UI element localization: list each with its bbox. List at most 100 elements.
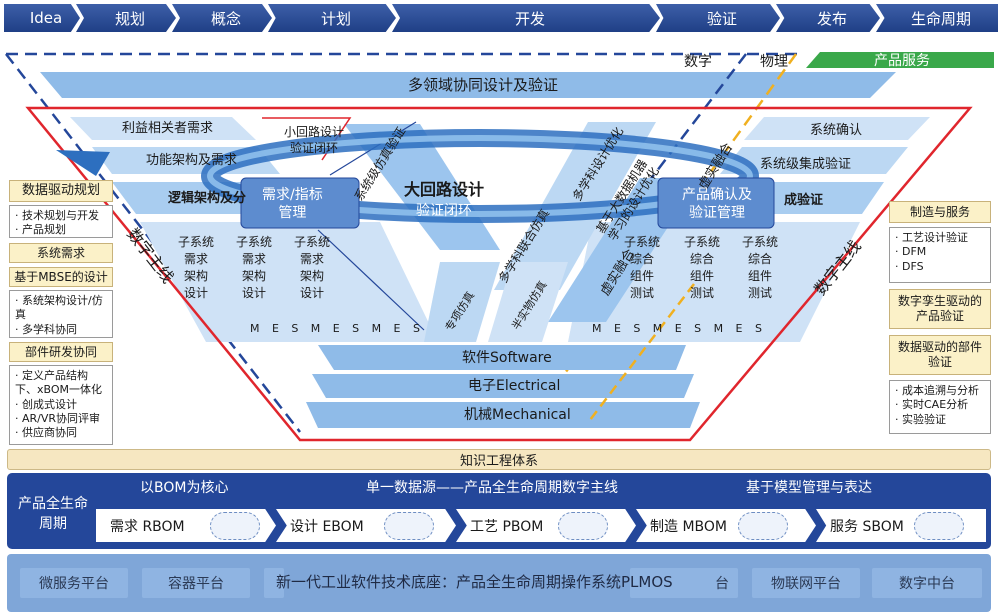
physical-label: 物理 bbox=[760, 54, 788, 70]
list-item: · 定义产品结构下、xBOM一体化 bbox=[15, 369, 103, 397]
list-item: · 工艺设计验证 bbox=[895, 231, 968, 244]
phase-label: 规划 bbox=[114, 9, 145, 28]
phase-release: 发布 bbox=[776, 4, 880, 32]
right-panel-mfg-list: · 工艺设计验证 · DFM · DFS bbox=[889, 227, 991, 283]
left-subsystem-3: 子系统 需求 架构 设计 bbox=[294, 235, 331, 301]
mes-s: S bbox=[694, 322, 702, 335]
mes-s: S bbox=[352, 322, 360, 335]
phase-plan: 计划 bbox=[268, 4, 396, 32]
phase-verification: 验证 bbox=[656, 4, 780, 32]
platform-microservice: 微服务平台 bbox=[20, 568, 128, 598]
platform-overlay: 新一代工业软件技术底座：产品全生命周期操作系统PLMOS bbox=[276, 573, 673, 591]
panel-title: 数据驱动规划 bbox=[21, 182, 100, 198]
platform-iot: 物联网平台 bbox=[752, 568, 860, 598]
product-service-label: 产品服务 bbox=[874, 53, 930, 69]
mechanical-label: 机械Mechanical bbox=[464, 407, 571, 423]
left-subsystem-band bbox=[140, 222, 438, 342]
req-mgmt-label: 需求/指标 管理 bbox=[262, 187, 323, 222]
panel-title: 制造与服务 bbox=[909, 204, 970, 219]
req-mgmt-box bbox=[240, 177, 360, 229]
panel-title: 数据驱动的部件 验证 bbox=[897, 340, 982, 369]
platform-label: 数字中台 bbox=[899, 576, 955, 592]
phase-label: Idea bbox=[29, 9, 63, 27]
phase-lifecycle: 生命周期 bbox=[876, 4, 998, 32]
bom-label: 需求 RBOM bbox=[110, 518, 185, 535]
electrical-label: 电子Electrical bbox=[468, 378, 561, 394]
phase-label: 生命周期 bbox=[910, 9, 971, 28]
right-subsystem-1: 子系统 综合 组件 测试 bbox=[624, 235, 661, 301]
platform-label: 物联网平台 bbox=[771, 576, 841, 592]
big-loop-sub: 验证闭环 bbox=[416, 203, 472, 219]
platform-label: 台 bbox=[715, 576, 729, 592]
left-panel-system-req: 系统需求 bbox=[9, 243, 113, 263]
panel-title: 系统需求 bbox=[36, 245, 85, 260]
system-confirm-label: 系统确认 bbox=[810, 123, 863, 138]
bom-label: 服务 SBOM bbox=[830, 518, 904, 535]
mechanical-band bbox=[306, 402, 700, 428]
mes-m: M bbox=[592, 322, 602, 335]
integration-verify-label: 成验证 bbox=[784, 193, 824, 208]
platform-label: 容器平台 bbox=[168, 576, 224, 592]
mes-s: S bbox=[291, 322, 299, 335]
right-panel-twin-verify: 数字孪生驱动的 产品验证 bbox=[889, 289, 991, 329]
multi-domain-band bbox=[40, 72, 896, 98]
phase-idea: Idea bbox=[4, 4, 80, 32]
stakeholder-band bbox=[70, 117, 256, 140]
center-band-4 bbox=[424, 262, 500, 342]
panel-title: 部件研发协同 bbox=[24, 344, 97, 359]
platform-hidden-left: 新 bbox=[264, 568, 284, 598]
platform-digital-mid: 数字中台 bbox=[872, 568, 982, 598]
lifecycle-header-1: 以BOM为核心 bbox=[140, 480, 229, 496]
list-item: · 成本追溯与分析 bbox=[895, 384, 979, 397]
phase-concept: 概念 bbox=[172, 4, 272, 32]
lifecycle-label: 产品全生命 周期 bbox=[18, 496, 88, 533]
list-item: · 系统架构设计/仿真 bbox=[15, 294, 103, 322]
list-item: · DFM bbox=[895, 245, 927, 259]
left-panel-component-list: · 定义产品结构下、xBOM一体化 · 创成式设计 · AR/VR协同评审 · … bbox=[9, 365, 113, 445]
knowledge-engineering-band: 知识工程体系 bbox=[7, 449, 991, 470]
software-label: 软件Software bbox=[462, 350, 552, 366]
mes-e: E bbox=[271, 322, 279, 335]
mes-m: M bbox=[371, 322, 382, 335]
phase-label: 概念 bbox=[210, 9, 241, 28]
mes-s: S bbox=[754, 322, 762, 335]
bom-label: 设计 EBOM bbox=[290, 518, 364, 535]
mes-e: E bbox=[613, 322, 621, 335]
mes-s: S bbox=[633, 322, 641, 335]
right-panel-data-component-list: · 成本追溯与分析 · 实时CAE分析 · 实验验证 bbox=[889, 380, 991, 434]
left-panel-data-planning-list: · 技术规划与开发 · 产品规划 bbox=[9, 205, 113, 238]
left-panel-component-collab: 部件研发协同 bbox=[9, 342, 113, 362]
sys-confirm-band bbox=[744, 117, 930, 140]
right-panel-mfg-service: 制造与服务 bbox=[889, 201, 991, 223]
list-item: · DFS bbox=[895, 259, 924, 273]
phase-development: 开发 bbox=[392, 4, 660, 32]
digital-label: 数字 bbox=[684, 54, 712, 70]
list-item: · 供应商协同 bbox=[15, 426, 77, 440]
mes-m: M bbox=[713, 322, 724, 335]
stakeholder-label: 利益相关者需求 bbox=[122, 121, 214, 136]
platform-hidden-right: 台 bbox=[630, 568, 738, 598]
list-item: · 技术规划与开发 bbox=[15, 209, 99, 222]
right-subsystem-2: 子系统 综合 组件 测试 bbox=[684, 235, 721, 301]
list-item: · 产品规划 bbox=[15, 223, 66, 237]
bom-pbom: 工艺 PBOM bbox=[456, 509, 636, 542]
sys-integration-band bbox=[720, 147, 908, 174]
panel-title: 数字孪生驱动的 产品验证 bbox=[897, 294, 982, 323]
bom-tree-icon bbox=[384, 512, 434, 540]
phase-label: 开发 bbox=[514, 9, 545, 28]
mes-e: E bbox=[332, 322, 340, 335]
phase-bar: Idea 规划 概念 计划 开发 验证 发布 生命周期 bbox=[4, 4, 998, 32]
mes-s: S bbox=[412, 322, 420, 335]
phase-label: 计划 bbox=[320, 9, 351, 28]
bom-tree-icon bbox=[914, 512, 964, 540]
bom-tree-icon bbox=[210, 512, 260, 540]
bom-mbom: 制造 MBOM bbox=[636, 509, 816, 542]
big-loop-title: 大回路设计 bbox=[404, 180, 485, 199]
platform-label: 微服务平台 bbox=[39, 576, 109, 592]
phase-label: 验证 bbox=[706, 9, 737, 28]
list-item: · 多学科协同 bbox=[15, 322, 77, 336]
mes-e: E bbox=[393, 322, 401, 335]
v-model-diagram bbox=[5, 52, 994, 442]
